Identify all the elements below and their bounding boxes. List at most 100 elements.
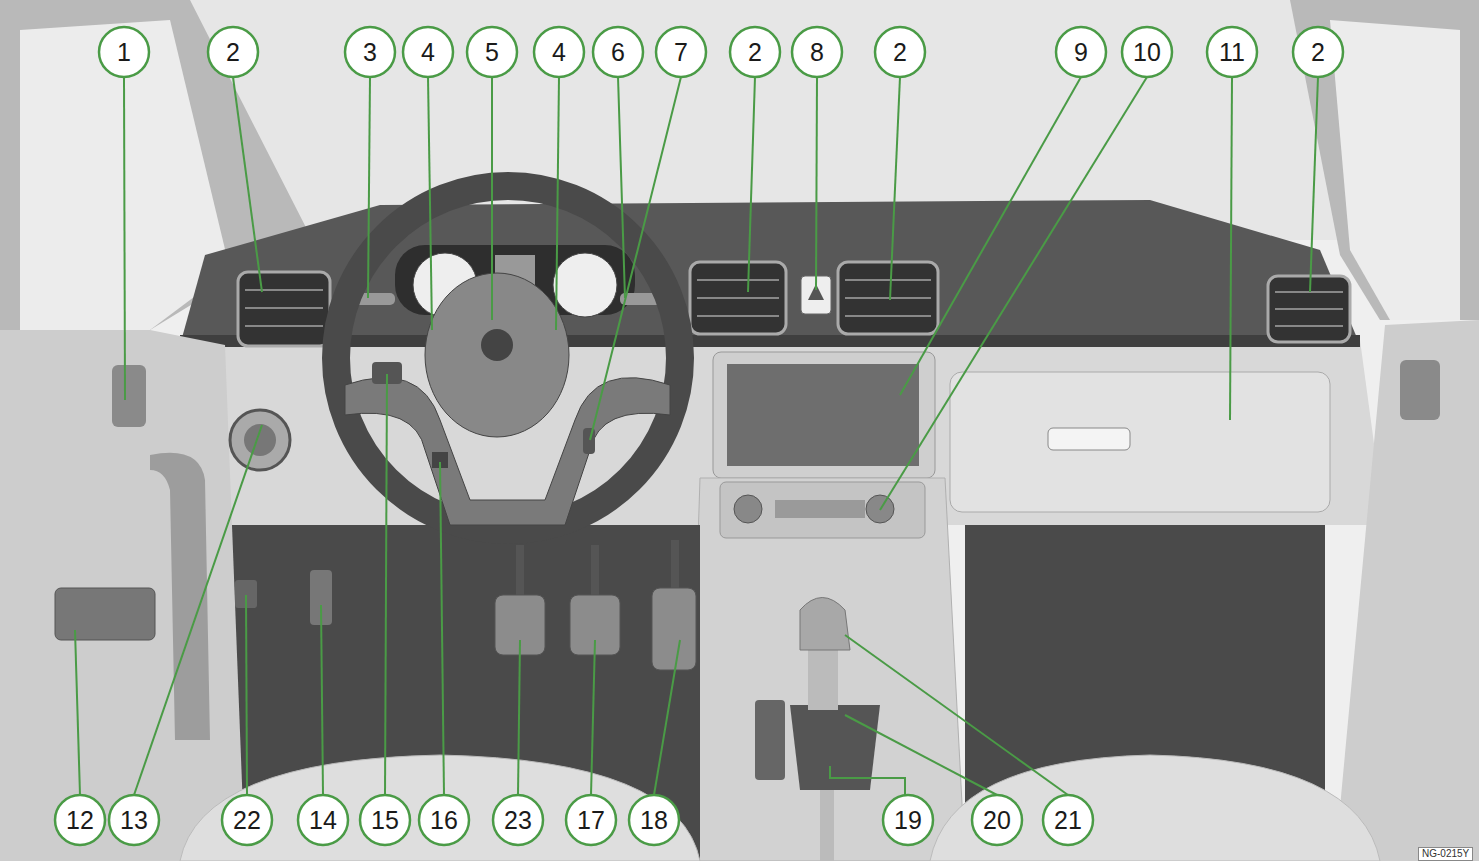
callout-number: 16 (419, 805, 469, 835)
callout-circle (730, 27, 780, 77)
callout-circle (1043, 795, 1093, 845)
callout-number: 2 (1293, 37, 1343, 67)
air-vent (1268, 276, 1350, 342)
callout-circle (55, 795, 105, 845)
leader-line (748, 77, 755, 292)
callout-number: 21 (1043, 805, 1093, 835)
dashboard-trim (180, 335, 1360, 347)
leader-line (440, 462, 444, 795)
callout-number: 13 (109, 805, 159, 835)
logo (481, 329, 513, 361)
leader-line (385, 374, 387, 795)
callout-layer (55, 27, 1343, 845)
radio-knob (734, 495, 762, 523)
leader-line (590, 77, 681, 440)
callout-circle (566, 795, 616, 845)
callout-number: 2 (875, 37, 925, 67)
leader-line (880, 77, 1147, 510)
callout-circle (109, 795, 159, 845)
leader-line (654, 640, 680, 795)
callout-number: 19 (883, 805, 933, 835)
right-door (1335, 320, 1479, 861)
callout-number: 10 (1122, 37, 1172, 67)
door-handle (112, 365, 146, 427)
callout-circle (656, 27, 706, 77)
ignition (583, 428, 595, 454)
callout-number: 8 (792, 37, 842, 67)
callout-number: 2 (730, 37, 780, 67)
gear-lever (755, 598, 880, 861)
gauge (553, 253, 617, 317)
leader-line (890, 77, 900, 300)
driver-seat (180, 755, 700, 861)
leader-line (75, 630, 80, 795)
callout-number: 5 (467, 37, 517, 67)
glove-box (950, 372, 1330, 512)
callout-circle (1207, 27, 1257, 77)
callout-number: 4 (534, 37, 584, 67)
callout-circle (972, 795, 1022, 845)
callout-circle (883, 795, 933, 845)
leader-line (591, 640, 595, 795)
airbag-cover (425, 273, 569, 437)
callout-number: 22 (222, 805, 272, 835)
driver-footwell (230, 525, 700, 861)
air-vent (690, 262, 786, 334)
callout-number: 7 (656, 37, 706, 67)
door-handle (1400, 360, 1440, 420)
callout-circle (419, 795, 469, 845)
leader-line (134, 425, 262, 795)
glove-box-handle (1048, 428, 1130, 450)
leader-line (246, 595, 247, 795)
leader-line (816, 77, 817, 290)
callout-number: 4 (403, 37, 453, 67)
radio-panel (720, 482, 925, 538)
callout-circle (222, 795, 272, 845)
callout-circle (792, 27, 842, 77)
callout-number: 9 (1056, 37, 1106, 67)
steering-wheel-rim (336, 186, 680, 530)
callout-circle (99, 27, 149, 77)
leader-line (233, 77, 262, 292)
callout-circle (493, 795, 543, 845)
leader-line (491, 77, 493, 320)
callout-circle (345, 27, 395, 77)
callout-number: 20 (972, 805, 1022, 835)
leader-line (1310, 77, 1318, 292)
window-switches (55, 588, 155, 640)
callout-number: 1 (99, 37, 149, 67)
radio-display (775, 500, 865, 518)
leader-line (556, 77, 559, 330)
callout-number: 17 (566, 805, 616, 835)
callout-circle (360, 795, 410, 845)
callout-number: 6 (593, 37, 643, 67)
leader-line (124, 77, 125, 400)
callout-number: 14 (298, 805, 348, 835)
callout-circle (534, 27, 584, 77)
callout-circle (298, 795, 348, 845)
callout-number: 18 (629, 805, 679, 835)
screen-frame (713, 352, 935, 478)
callout-circle (467, 27, 517, 77)
callout-number: 2 (208, 37, 258, 67)
passenger-seat (930, 755, 1380, 861)
leader-line (845, 635, 1068, 795)
callout-number: 12 (55, 805, 105, 835)
figure-code: NG-0215Y (1418, 847, 1473, 861)
callout-number: 15 (360, 805, 410, 835)
callout-number: 3 (345, 37, 395, 67)
callout-number: 23 (493, 805, 543, 835)
callout-circle (593, 27, 643, 77)
leader-line (618, 77, 625, 298)
leader-line (321, 605, 323, 795)
leader-line (518, 640, 520, 795)
callout-circle (629, 795, 679, 845)
callout-circle (208, 27, 258, 77)
callout-circle (403, 27, 453, 77)
bracket-line (830, 766, 905, 795)
leader-line (900, 77, 1081, 395)
leader-line (428, 77, 432, 330)
